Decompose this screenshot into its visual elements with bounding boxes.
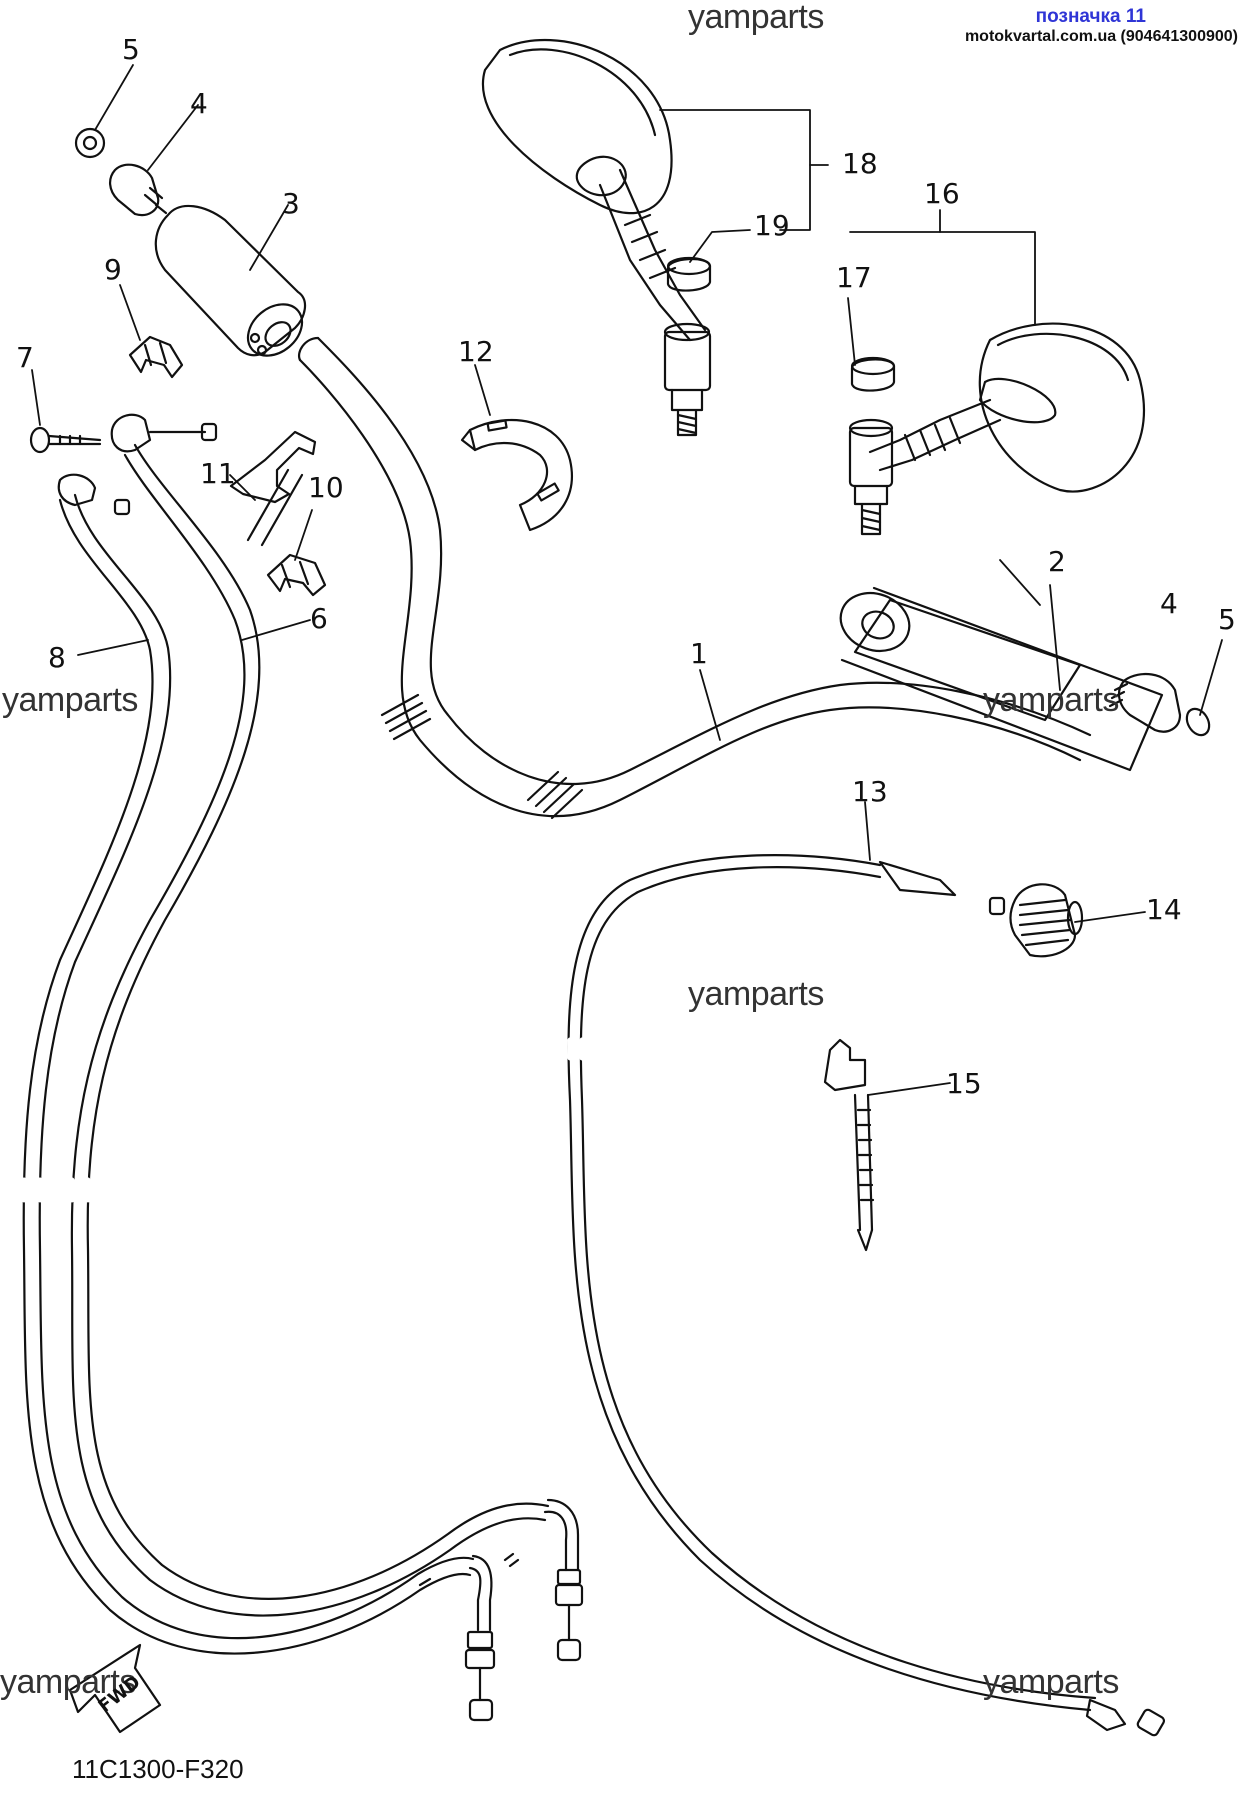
fwd-arrow-icon xyxy=(68,1643,162,1734)
label-title: позначка 11 xyxy=(1035,6,1146,27)
part-label-17: 17 xyxy=(836,261,872,294)
mirror-cap-part-17 xyxy=(850,356,896,392)
watermark: yamparts xyxy=(688,0,824,36)
mirror-cap-part-19 xyxy=(666,256,712,292)
cable-clamp-part-10 xyxy=(266,553,327,597)
clutch-cable-part-13 xyxy=(567,854,1166,1737)
bar-end-weight-left xyxy=(74,127,168,217)
part-label-6: 6 xyxy=(310,602,328,635)
part-label-3: 3 xyxy=(282,187,300,220)
part-label-16: 16 xyxy=(924,177,960,210)
clamp-part-12 xyxy=(460,418,573,532)
part-label-8: 8 xyxy=(48,641,66,674)
part-label-12: 12 xyxy=(458,335,494,368)
part-label-2: 2 xyxy=(1048,545,1066,578)
cable-fitting-upper xyxy=(57,413,218,516)
part-label-9: 9 xyxy=(104,253,122,286)
part-label-14: 14 xyxy=(1146,893,1182,926)
part-label-19: 19 xyxy=(754,209,790,242)
watermark: yamparts xyxy=(983,681,1119,719)
throttle-cable-part-8 xyxy=(21,493,475,1655)
cable-tie-part-15 xyxy=(823,1038,875,1252)
part-label-7: 7 xyxy=(16,341,34,374)
watermark: yamparts xyxy=(983,1663,1119,1701)
part-label-5: 5 xyxy=(122,33,140,66)
leader-lines xyxy=(31,64,1223,1096)
handlebar-part-1 xyxy=(297,336,1092,820)
watermark: yamparts xyxy=(688,975,824,1013)
part-label-4: 4 xyxy=(190,87,208,120)
mirror-part-16 xyxy=(848,322,1146,536)
part-label-5-right: 5 xyxy=(1218,603,1236,636)
throttle-cable-part-6 xyxy=(70,443,550,1617)
site-info: motokvartal.com.ua (904641300900) xyxy=(964,28,1238,45)
part-label-4-right: 4 xyxy=(1160,587,1178,620)
bar-end-weight-right xyxy=(1108,672,1211,737)
cable-end-fittings-lower xyxy=(418,1498,584,1722)
grip-part-2 xyxy=(839,586,1164,772)
part-label-10: 10 xyxy=(308,471,344,504)
part-label-15: 15 xyxy=(946,1067,982,1100)
mirror-part-18 xyxy=(482,39,712,437)
cable-clamp-part-11 xyxy=(229,430,317,547)
cable-clamp-part-9 xyxy=(128,335,184,379)
part-label-18: 18 xyxy=(842,147,878,180)
grip-part-3 xyxy=(154,204,307,357)
watermark: yamparts xyxy=(0,1663,136,1701)
part-label-13: 13 xyxy=(852,775,888,808)
watermark: yamparts xyxy=(2,681,138,719)
cable-adjuster-part-14 xyxy=(1009,883,1084,958)
screw-part-7 xyxy=(29,426,102,454)
part-label-1: 1 xyxy=(690,637,708,670)
part-label-11: 11 xyxy=(200,457,236,490)
diagram-code: 11C1300-F320 xyxy=(72,1754,244,1784)
